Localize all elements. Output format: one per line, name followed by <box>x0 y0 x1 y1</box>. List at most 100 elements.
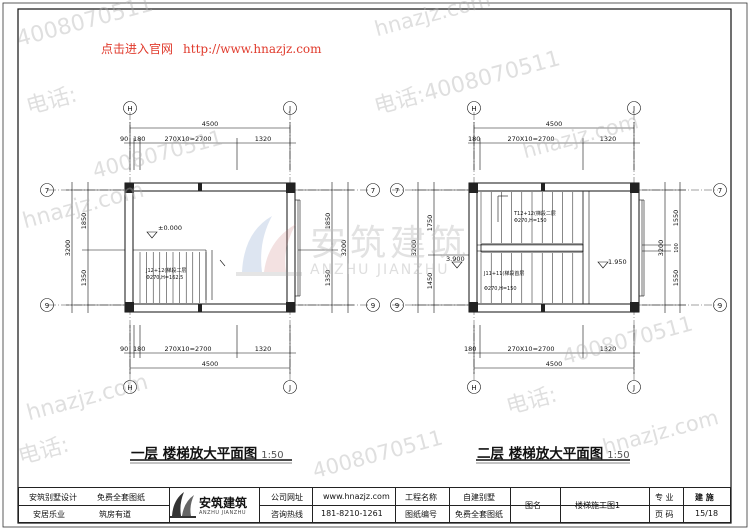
p2-dim-run-bottom: 270X10=2700 <box>507 345 554 353</box>
p1-note-line2: Φ270,H=162.5 <box>146 275 183 281</box>
tb-motto-value: 筑房有道 <box>99 510 131 519</box>
promo-url[interactable]: http://www.hnazjz.com <box>183 42 322 56</box>
p1-dim-landing-bottom: 1320 <box>255 345 272 353</box>
p1-dim-90-top: 90 <box>120 135 128 143</box>
axis-label-h-bottom-2: H <box>471 384 476 392</box>
tb-drawing-label: 图名 <box>525 501 541 510</box>
level-marker-2-right <box>597 261 609 269</box>
tb-page-label: 页 码 <box>655 510 674 519</box>
tb-motto-label: 安居乐业 <box>33 510 65 519</box>
p2-dim-run-top: 270X10=2700 <box>507 135 554 143</box>
p2-note-bot-line1: J11+11(梯段首层 <box>483 270 524 277</box>
p1-dim-total-top: 4500 <box>202 120 219 128</box>
p1-dim-run-bottom: 270X10=2700 <box>164 345 211 353</box>
tb-hotline-label: 咨询热线 <box>271 510 303 519</box>
tb-number-label: 图纸编号 <box>405 510 437 519</box>
tb-company-logo: 安筑建筑 ANZHU JIANZHU <box>169 490 247 522</box>
axis-label-j-bottom: J <box>288 384 291 392</box>
level-marker-1 <box>146 231 158 239</box>
p2-dim-right-bottom: 1550 <box>672 270 680 287</box>
company-logo-icon <box>170 492 196 518</box>
axis-bubble-9-right <box>366 298 380 312</box>
axis-label-h-bottom: H <box>127 384 132 392</box>
axis-label-9-right-2: 9 <box>718 302 722 310</box>
p2-level-left: 3.900 <box>446 255 465 263</box>
p1-dim-left-top: 1850 <box>80 213 88 230</box>
axis-bubble-9-right-2 <box>713 298 727 312</box>
p2-dim-right-mid: 100 <box>674 243 680 253</box>
p2-dim-left-top: 1750 <box>426 215 434 232</box>
axis-bubble-7-right-2 <box>713 183 727 197</box>
axis-label-9-left: 9 <box>45 302 49 310</box>
axis-label-j-top: J <box>288 105 291 113</box>
p1-dim-landing-top: 1320 <box>255 135 272 143</box>
axis-label-j-bottom-2: J <box>632 384 635 392</box>
plan-2 <box>390 101 727 394</box>
tb-project-value: 自建别墅 <box>463 493 495 502</box>
axis-bubble-h-top <box>123 101 137 115</box>
tb-page-value: 15/18 <box>695 509 719 518</box>
p1-dim-right-total: 3200 <box>340 240 348 257</box>
plan-1 <box>40 101 380 394</box>
p1-dim-180-top: 180 <box>133 135 145 143</box>
p1-dim-left-bottom: 1350 <box>80 270 88 287</box>
p2-level-right: 1.950 <box>608 258 627 266</box>
p1-dim-180-bottom: 180 <box>133 345 145 353</box>
p1-note-line1: J12+12(梯段二层 <box>145 267 186 274</box>
promo-text[interactable]: 点击进入官网 <box>101 42 174 56</box>
p2-dim-left-bottom: 1450 <box>426 273 434 290</box>
axis-bubble-7-left <box>40 183 54 197</box>
plan-1-stair-treads <box>139 252 207 303</box>
axis-bubble-j-bottom <box>283 380 297 394</box>
axis-bubble-j-bottom-2 <box>627 380 641 394</box>
tb-discipline-value: 建 施 <box>695 493 714 502</box>
axis-label-h-top: H <box>127 105 132 113</box>
p1-dim-run-top: 270X10=2700 <box>164 135 211 143</box>
axis-bubble-7-left-2 <box>390 183 404 197</box>
level-marker-2-left <box>451 261 463 269</box>
p2-dim-180-top: 180 <box>468 135 480 143</box>
tb-website-value[interactable]: www.hnazjz.com <box>323 492 390 501</box>
axis-label-j-top-2: J <box>632 105 635 113</box>
promo-link[interactable]: 点击进入官网 http://www.hnazjz.com <box>101 40 322 57</box>
tb-design-value: 免费全套图纸 <box>97 493 145 502</box>
p1-dim-right-top: 1850 <box>324 213 332 230</box>
title-block: 安筑别墅设计 免费全套图纸 安居乐业 筑房有道 安筑建筑 ANZHU JIANZ… <box>18 487 731 523</box>
axis-bubble-9-left <box>40 298 54 312</box>
p2-dim-landing-top: 1320 <box>600 135 617 143</box>
plan-2-stair-treads <box>480 192 584 303</box>
plan-2-scale: 1:50 <box>607 450 630 461</box>
p1-dim-left-total: 3200 <box>64 240 72 257</box>
tb-design-label: 安筑别墅设计 <box>29 493 77 502</box>
p2-note-top-line1: T12+12(梯段二层 <box>513 210 556 217</box>
axis-bubble-9-left-2 <box>390 298 404 312</box>
p2-note-top-line2: Φ270,H=150 <box>514 218 547 224</box>
axis-label-7-right: 7 <box>371 187 375 195</box>
axis-bubble-j-top <box>283 101 297 115</box>
axis-bubble-7-right <box>366 183 380 197</box>
p2-note-bot-line2: Φ270,H=150 <box>484 286 517 292</box>
tb-discipline-label: 专 业 <box>655 493 674 502</box>
p1-dim-90-bottom: 90 <box>120 345 128 353</box>
axis-label-7-left-2: 7 <box>395 187 399 195</box>
tb-project-label: 工程名称 <box>405 493 437 502</box>
p2-dim-total-top: 4500 <box>546 120 563 128</box>
axis-label-7-right-2: 7 <box>718 187 722 195</box>
axis-label-h-top-2: H <box>471 105 476 113</box>
p1-level: ±0.000 <box>158 224 182 232</box>
p1-dim-total-bottom: 4500 <box>202 360 219 368</box>
tb-website-label: 公司网址 <box>271 493 303 502</box>
tb-hotline-value: 181-8210-1261 <box>321 509 383 518</box>
axis-bubble-h-bottom <box>123 380 137 394</box>
axis-label-9-right: 9 <box>371 302 375 310</box>
p2-dim-right-total: 3200 <box>657 240 665 257</box>
tb-company-sub: ANZHU JIANZHU <box>199 510 247 516</box>
p2-dim-total-bottom: 4500 <box>546 360 563 368</box>
p1-dim-right-bottom: 1350 <box>324 270 332 287</box>
p2-dim-180-bottom: 180 <box>464 345 476 353</box>
p2-dim-right-top: 1550 <box>672 210 680 227</box>
